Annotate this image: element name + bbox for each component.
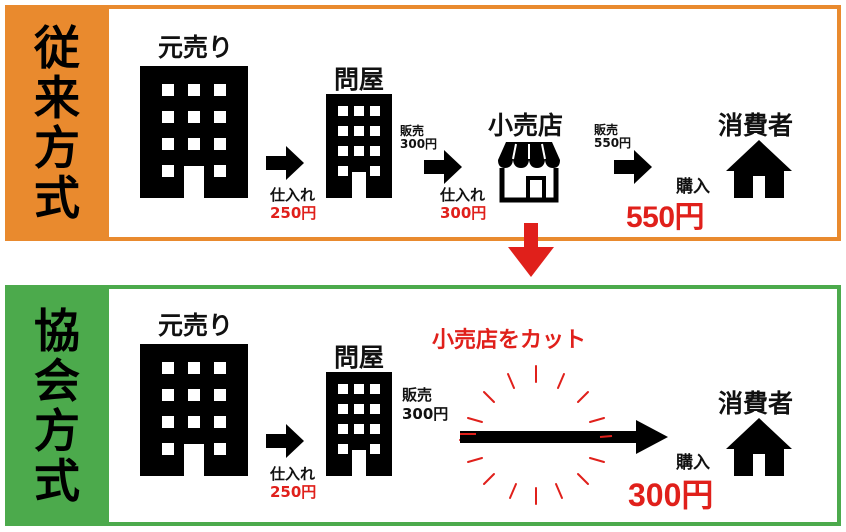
consumer-label: 消費者 xyxy=(718,389,794,418)
association-side-label: 協 会 方 式 xyxy=(5,285,109,526)
wholesaler-label: 問屋 xyxy=(334,65,385,94)
purchase-price: 300円 xyxy=(628,477,714,513)
cut-burst-icon xyxy=(459,365,613,505)
side-char: 従 xyxy=(34,21,80,75)
sale-price: 550円 xyxy=(594,136,632,150)
side-char: 式 xyxy=(34,453,80,508)
traditional-side-label: 従 来 方 式 xyxy=(5,5,109,241)
retailer-label: 小売店 xyxy=(488,111,564,140)
step2-label: 仕入れ xyxy=(440,186,486,204)
consumer-label: 消費者 xyxy=(718,111,794,140)
purchase-price: 550円 xyxy=(626,201,705,234)
purchase-label: 購入 xyxy=(676,177,710,197)
step1-price: 250円 xyxy=(270,483,317,501)
sale-label: 販売 xyxy=(402,386,433,404)
step1-label: 仕入れ xyxy=(270,186,316,204)
sale-label: 販売 xyxy=(594,123,619,137)
sale-label: 販売 xyxy=(400,124,425,138)
house-icon xyxy=(726,418,792,476)
side-char: 会 xyxy=(34,353,80,408)
side-char: 方 xyxy=(34,403,80,458)
step1-label: 仕入れ xyxy=(270,465,316,483)
sale-price: 300円 xyxy=(402,405,449,423)
long-arrow-right-icon xyxy=(460,420,668,454)
side-char: 来 xyxy=(34,71,80,125)
step1-price: 250円 xyxy=(270,204,317,222)
arrow-right-icon xyxy=(266,146,304,180)
side-char: 方 xyxy=(34,121,80,175)
building-large-icon xyxy=(140,66,248,198)
arrow-down-icon xyxy=(508,223,554,277)
store-icon xyxy=(498,142,560,203)
sale-price: 300円 xyxy=(400,137,438,151)
arrow-right-icon xyxy=(424,150,462,184)
building-small-icon xyxy=(326,94,392,198)
traditional-panel xyxy=(5,5,841,241)
source-label: 元売り xyxy=(158,311,234,340)
arrow-right-icon xyxy=(614,150,652,184)
source-label: 元売り xyxy=(158,33,234,62)
cut-caption: 小売店をカット xyxy=(432,328,587,353)
arrow-right-icon xyxy=(266,424,304,458)
house-icon xyxy=(726,140,792,198)
side-char: 式 xyxy=(34,171,80,225)
purchase-label: 購入 xyxy=(676,453,710,473)
building-large-icon xyxy=(140,344,248,476)
side-char: 協 xyxy=(34,303,80,358)
building-small-icon xyxy=(326,372,392,476)
wholesaler-label: 問屋 xyxy=(334,343,385,372)
step2-price: 300円 xyxy=(440,204,487,222)
